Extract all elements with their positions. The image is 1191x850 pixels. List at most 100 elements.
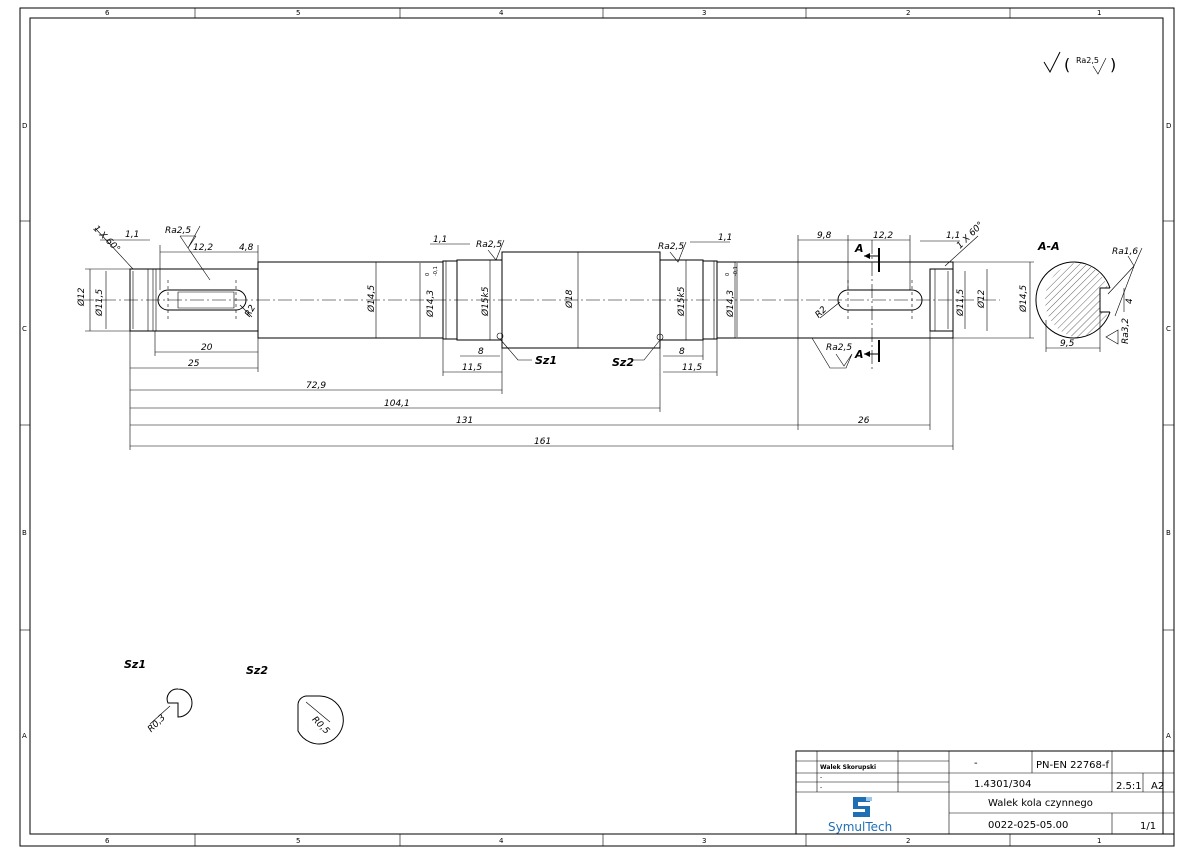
dimension-texts: 1 X 60° 1 X 60° 1,1 12,2 4,8 1,1 1,1 9,8…: [76, 220, 1029, 447]
ra25-label: Ra2,5: [165, 226, 191, 236]
zone-row-a: A: [22, 732, 27, 740]
sheet-number: 1/1: [1140, 821, 1156, 832]
dia14-5-right-label: Ø14,5: [1018, 285, 1029, 313]
zone-col-3: 3: [702, 9, 706, 17]
section-mark-label: A: [854, 348, 864, 361]
top-left-1-1-label: 1,1: [125, 230, 139, 240]
detail-sz2: Sz2 R0,5: [246, 664, 344, 745]
d8-left-label: 8: [478, 347, 484, 357]
r2-right-label: R2: [814, 305, 830, 321]
top-right-9-8-label: 9,8: [817, 231, 832, 241]
sz2-label: Sz2: [246, 664, 268, 677]
zone-row-b: B: [22, 529, 27, 537]
dia18-label: Ø18: [564, 289, 575, 309]
r2-left-label: R2: [243, 303, 258, 319]
dia14-3-right-label: Ø14,3: [725, 290, 736, 318]
key-depth-label: 4: [1125, 298, 1135, 304]
zone-row-b-right: B: [1166, 529, 1171, 537]
zone-col-1-bottom: 1: [1097, 837, 1101, 845]
section-a-a: A-A 9,5 4: [1035, 240, 1135, 352]
detail-sz1: Sz1 R0,3: [124, 658, 193, 735]
roughness-symbols: Ra2,5 Ra2,5 Ra2,5 Ra2,5 Ra1,6 Ra3,2: [165, 225, 1143, 369]
value-label: Ra2,5: [1076, 56, 1099, 65]
logo-text-label: SymulTech: [828, 820, 892, 834]
shaft-main-view: [80, 240, 1000, 370]
tol-zero-label: 0: [725, 273, 731, 276]
tolerance-standard: PN-EN 22768-f: [1036, 760, 1110, 771]
zone-row-c: C: [22, 325, 27, 333]
d161-label: 161: [534, 437, 551, 447]
top-right-1-1-label: 1,1: [946, 231, 960, 241]
zone-row-d: D: [22, 122, 27, 130]
zone-col-3-bottom: 3: [702, 837, 706, 845]
ra32-label: Ra3,2: [1121, 318, 1131, 344]
close-label: ): [1110, 55, 1116, 74]
designer-name: Walek Skorupski: [820, 764, 876, 771]
symultech-logo: SymulTech: [828, 797, 892, 834]
sz1-radius-label: R0,3: [146, 713, 168, 735]
dia11-5-left-label: Ø11,5: [94, 289, 105, 317]
zone-col-2: 2: [906, 9, 910, 17]
tol-minus-label: -0,1: [733, 266, 739, 276]
zone-col-5-bottom: 5: [296, 837, 300, 845]
section-mark-label: A: [854, 242, 864, 255]
top-right-12-2-label: 12,2: [873, 231, 893, 241]
ra25-label: Ra2,5: [826, 343, 852, 353]
title-block: Walek Skorupski - - - PN-EN 22768-f 1.43…: [795, 750, 1175, 835]
dia14-3-left-label: Ø14,3: [425, 290, 436, 318]
sz-callouts: Sz1 Sz2: [496, 332, 664, 369]
dia12-right-label: Ø12: [976, 289, 987, 309]
dia15-left-label: Ø15k5: [480, 286, 491, 317]
tol-minus-label: -0,1: [433, 266, 439, 276]
top-left-4-8-label: 4,8: [239, 243, 254, 253]
approved-label: -: [820, 784, 822, 791]
part-name: Walek kola czynnego: [988, 798, 1093, 809]
drawing-number: 0022-025-05.00: [988, 820, 1068, 831]
zone-col-5: 5: [296, 9, 300, 17]
outer-frame: [19, 7, 1175, 847]
dia12-left-label: Ø12: [76, 287, 87, 307]
sz1-label: Sz1: [535, 354, 557, 367]
d104-1-label: 104,1: [384, 399, 410, 409]
top-left-12-2-label: 12,2: [193, 243, 213, 253]
dia14-5-left-label: Ø14,5: [366, 285, 377, 313]
mid-right-1-1-label: 1,1: [718, 233, 732, 243]
sz1-label: Sz1: [124, 658, 146, 671]
d72-9-label: 72,9: [306, 381, 326, 391]
open-label: (: [1064, 55, 1070, 74]
zone-dividers: [20, 8, 1174, 846]
zone-col-6-bottom: 6: [105, 837, 110, 845]
general-roughness-symbol: ( Ra2,5 ): [1043, 51, 1116, 75]
scale: 2.5:1: [1116, 781, 1142, 792]
zone-col-2-bottom: 2: [906, 837, 910, 845]
d8-right-label: 8: [679, 347, 685, 357]
dimension-lines: [85, 227, 1034, 450]
ra16-label: Ra1,6: [1112, 247, 1138, 257]
sz2-radius-label: R0,5: [310, 715, 332, 737]
field-top-label: -: [974, 758, 978, 769]
dia11-5-right-label: Ø11,5: [955, 289, 966, 317]
section-title-label: A-A: [1037, 240, 1060, 253]
key-width-label: 9,5: [1060, 339, 1075, 349]
sheet-format: A2: [1151, 781, 1164, 792]
dia15-right-label: Ø15k5: [676, 286, 687, 317]
sz2-label: Sz2: [612, 356, 634, 369]
zone-labels: 6 5 4 3 2 1 6 5 4 3 2 1 D C B A D C B A: [22, 9, 1171, 845]
inner-frame: [29, 17, 1164, 835]
zone-col-4: 4: [499, 9, 504, 17]
mid-left-1-1-label: 1,1: [433, 235, 447, 245]
tol-zero-label: 0: [425, 273, 431, 276]
zone-col-6: 6: [105, 9, 110, 17]
d131-label: 131: [456, 416, 473, 426]
checked-label: -: [820, 774, 822, 781]
chamfer-left: 1 X 60°: [91, 224, 122, 255]
zone-row-d-right: D: [1166, 122, 1171, 130]
ra25-label: Ra2,5: [658, 242, 684, 252]
d20-label: 20: [201, 343, 213, 353]
section-markers: A A: [854, 242, 880, 362]
ra25-label: Ra2,5: [476, 240, 502, 250]
d11-5-left-label: 11,5: [462, 363, 482, 373]
zone-col-1: 1: [1097, 9, 1101, 17]
zone-row-c-right: C: [1166, 325, 1171, 333]
